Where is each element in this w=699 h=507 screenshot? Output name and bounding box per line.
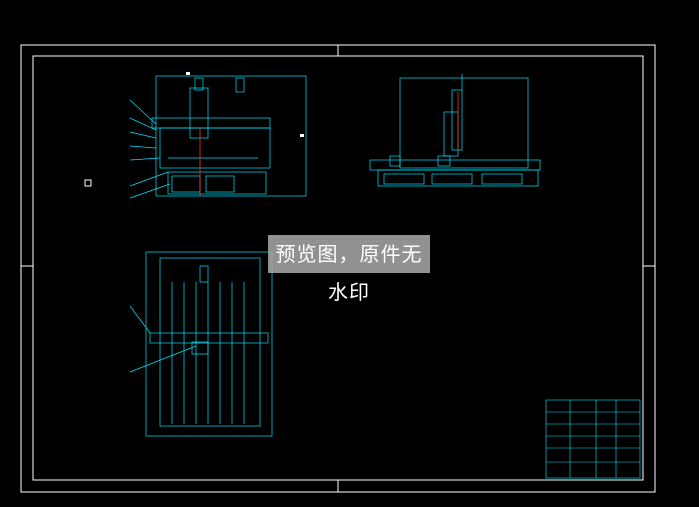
preview-watermark: 预览图，原件无水印 bbox=[268, 235, 430, 304]
front-view bbox=[129, 75, 307, 199]
side-view bbox=[369, 74, 541, 187]
front-view-tags bbox=[186, 72, 304, 137]
title-block bbox=[545, 399, 641, 479]
sheet-frame bbox=[20, 44, 656, 493]
plan-view bbox=[129, 251, 273, 437]
